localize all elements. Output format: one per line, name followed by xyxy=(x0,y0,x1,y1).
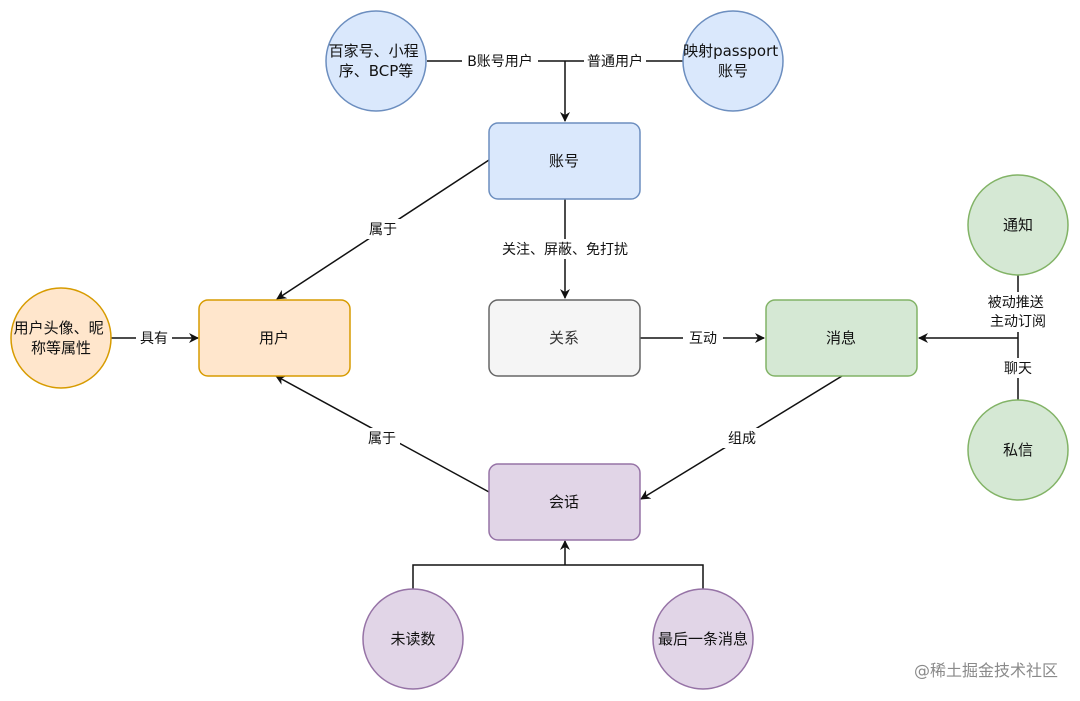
svg-text:百家号、小程 序、BCP等: 百家号、小程 序、BCP等 xyxy=(329,42,424,80)
node-account-label: 账号 xyxy=(549,152,579,170)
node-last-msg: 最后一条消息 xyxy=(652,588,754,690)
edge-label-subscribe: 主动订阅 xyxy=(990,314,1046,330)
node-relation-shape xyxy=(488,299,641,377)
edge-label-normal-user: 普通用户 xyxy=(587,53,643,70)
node-message-label: 消息 xyxy=(826,329,856,347)
node-user: 用户 xyxy=(198,299,351,377)
node-passport: 映射passport 账号 xyxy=(682,10,784,112)
node-passport-line2: 账号 xyxy=(718,62,748,80)
node-baijiahao: 百家号、小程 序、BCP等 xyxy=(325,10,427,112)
node-session-label: 会话 xyxy=(549,493,579,511)
node-private-msg-shape xyxy=(967,399,1069,501)
node-user-attrs-shape xyxy=(10,287,112,389)
node-user-attrs-line1: 用户头像、昵 xyxy=(14,319,104,337)
node-session-shape xyxy=(488,463,641,541)
edge-label-b-account-user: B账号用户 xyxy=(467,53,533,70)
edge-label-follow-block: 关注、屏蔽、免打扰 xyxy=(502,241,628,258)
node-relation: 关系 xyxy=(488,299,641,377)
edge-label-belongs-session: 属于 xyxy=(368,431,396,447)
svg-text:用户头像、昵 称等属性: 用户头像、昵 称等属性 xyxy=(14,319,109,357)
node-message-shape xyxy=(765,299,918,377)
node-notify-label: 通知 xyxy=(1003,216,1033,234)
node-last-msg-shape xyxy=(652,588,754,690)
node-unread: 未读数 xyxy=(362,588,464,690)
node-passport-shape xyxy=(682,10,784,112)
node-passport-line1: 映射passport xyxy=(683,42,778,60)
edge-label-interact: 互动 xyxy=(689,331,717,347)
svg-text:映射passport 账号: 映射passport 账号 xyxy=(683,42,783,80)
node-private-msg: 私信 xyxy=(967,399,1069,501)
watermark: @稀土掘金技术社区 xyxy=(913,661,1058,680)
edge-unread-last-bracket xyxy=(412,564,704,590)
node-account: 账号 xyxy=(488,122,641,200)
edge-label-push: 被动推送 xyxy=(988,295,1044,311)
node-user-attrs: 用户头像、昵 称等属性 xyxy=(10,287,112,389)
node-session: 会话 xyxy=(488,463,641,541)
edge-label-compose: 组成 xyxy=(728,431,756,447)
node-baijiahao-line2: 序、BCP等 xyxy=(339,62,414,80)
node-user-attrs-line2: 称等属性 xyxy=(31,339,91,357)
node-user-shape xyxy=(198,299,351,377)
node-relation-label: 关系 xyxy=(549,329,579,347)
node-baijiahao-shape xyxy=(325,10,427,112)
node-private-msg-label: 私信 xyxy=(1003,441,1033,459)
node-notify: 通知 xyxy=(967,174,1069,276)
edge-label-push-subscribe: 被动推送 主动订阅 xyxy=(988,295,1048,330)
node-message: 消息 xyxy=(765,299,918,377)
edge-label-belongs-account: 属于 xyxy=(369,222,397,238)
node-unread-shape xyxy=(362,588,464,690)
node-unread-label: 未读数 xyxy=(390,630,435,648)
node-user-label: 用户 xyxy=(259,329,289,347)
edge-label-chat: 聊天 xyxy=(1004,361,1032,377)
edge-label-has: 具有 xyxy=(140,331,168,347)
node-notify-shape xyxy=(967,174,1069,276)
node-last-msg-label: 最后一条消息 xyxy=(658,630,748,648)
node-baijiahao-line1: 百家号、小程 xyxy=(329,42,419,60)
node-account-shape xyxy=(488,122,641,200)
